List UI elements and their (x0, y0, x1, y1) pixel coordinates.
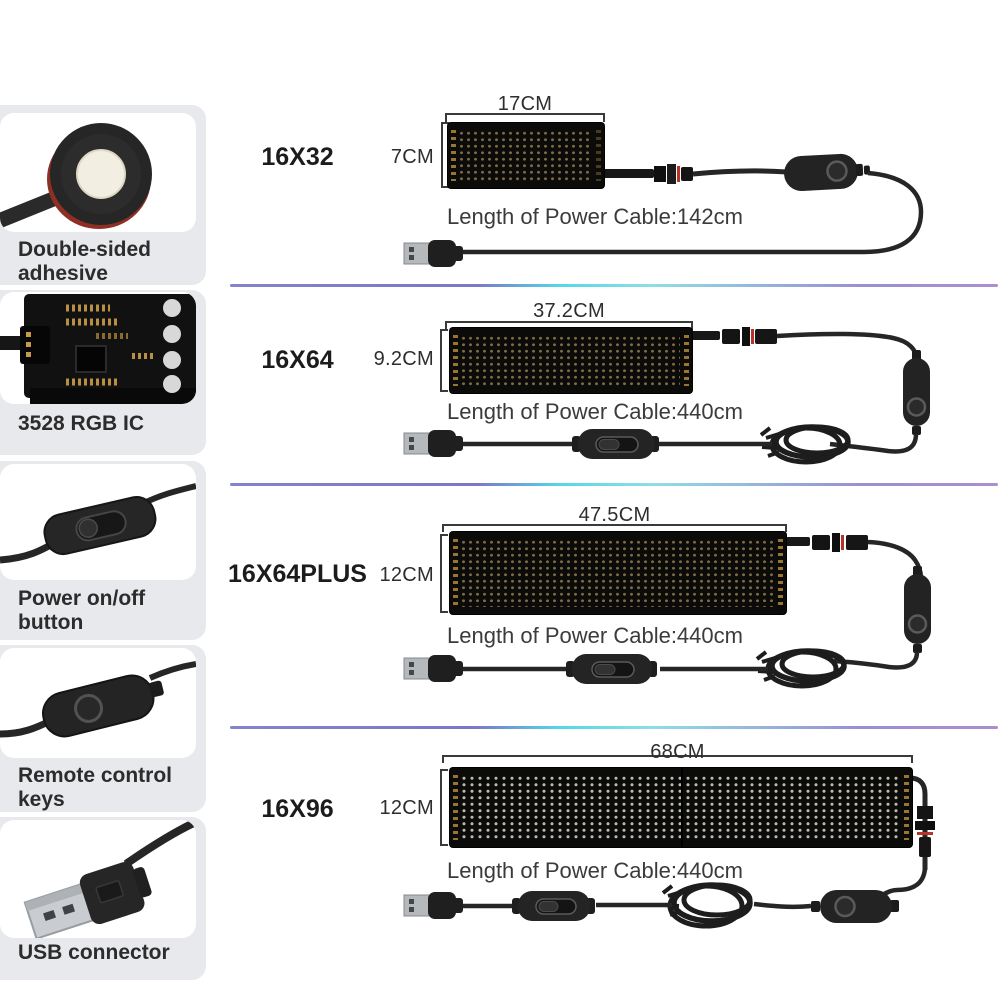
usb-plug (403, 240, 463, 267)
model-name: 16X64PLUS (228, 560, 367, 588)
width-bracket (442, 755, 913, 763)
led-matrix-panel-16x64plus (450, 532, 786, 614)
sidebar-block-remote: Remote control keys (0, 645, 206, 812)
cable-length-note: Length of Power Cable:440cm (447, 399, 743, 424)
sidebar-item-label: Double-sided adhesive (18, 238, 152, 286)
bluetooth-remote (784, 153, 871, 191)
panel-height-label: 12CM (379, 797, 434, 819)
sidebar-block-rgb-ic: 3528 RGB IC (0, 290, 206, 455)
power-cable (462, 170, 924, 255)
solder-pads (453, 539, 458, 607)
remote-dongle-photo (0, 648, 196, 758)
usb-plug (403, 892, 463, 919)
sidebar-item-label: USB connector (18, 941, 170, 964)
row-16x64plus-cable-diagram (403, 524, 931, 689)
ribbon-cable (602, 169, 654, 178)
bluetooth-remote (904, 566, 931, 653)
panel-connector (915, 806, 935, 857)
model-name: 16X32 (261, 143, 334, 171)
row-16x96-cable-diagram (403, 755, 935, 929)
cable-coil (759, 424, 851, 465)
remote-body (42, 674, 164, 738)
tape-roll-illustration (0, 123, 152, 232)
usb-illustration (23, 820, 196, 938)
gradient-divider (230, 284, 998, 287)
solder-pads (453, 335, 458, 386)
led-matrix-panel-16x32 (448, 123, 604, 188)
usb-plug (403, 655, 463, 682)
sidebar-item-label: 3528 RGB IC (18, 412, 145, 435)
ribbon-cable (690, 331, 720, 340)
height-bracket (441, 122, 449, 188)
gradient-divider (230, 483, 998, 486)
rgb-ic-pcb-photo (0, 292, 196, 404)
height-bracket (440, 329, 448, 392)
solder-pads (453, 775, 458, 840)
bluetooth-remote (903, 350, 930, 435)
sidebar-item-label: Remote control keys (18, 764, 173, 812)
pcb-illustration (0, 292, 196, 404)
inline-switch-photo (0, 464, 196, 580)
panel-exit-cable (909, 775, 928, 870)
panel-width-label: 47.5CM (578, 504, 651, 526)
led-dot-grid (460, 539, 774, 607)
led-matrix-panel-16x96 (450, 768, 912, 847)
cable-length-note: Length of Power Cable:142cm (447, 204, 743, 229)
sidebar-block-usb: USB connector (0, 817, 206, 980)
height-bracket (440, 769, 448, 846)
height-bracket (440, 534, 448, 613)
led-dot-grid (458, 130, 592, 181)
panel-height-label: 12CM (379, 564, 434, 586)
led-dot-grid (460, 335, 680, 386)
sidebar-item-label: Power on/off button (18, 587, 146, 635)
panel-height-label: 9.2CM (373, 348, 434, 370)
panel-connector (654, 164, 693, 184)
cable-coil (755, 648, 847, 689)
panel-connector (812, 533, 868, 552)
solder-pads (596, 130, 601, 181)
inline-switch (566, 654, 657, 684)
row-16x32-cable-diagram (403, 113, 924, 267)
usb-body (23, 861, 152, 938)
model-name: 16X96 (261, 795, 334, 823)
power-cable (882, 865, 928, 897)
gradient-divider (230, 726, 998, 729)
cable-length-note: Length of Power Cable:440cm (447, 623, 743, 648)
solder-pads (684, 335, 689, 386)
switch-illustration (0, 483, 196, 564)
remote-illustration (0, 661, 196, 738)
usb-plug (403, 430, 463, 457)
solder-pads (451, 130, 456, 181)
adhesive-tape-roll-photo (0, 113, 196, 232)
bluetooth-remote (811, 890, 899, 923)
panel-height-label: 7CM (390, 146, 434, 168)
row-16x64-cable-diagram (403, 321, 930, 465)
usb-plug-photo (0, 820, 196, 938)
width-bracket (445, 321, 693, 330)
width-bracket (442, 524, 787, 532)
sidebar-block-power-switch: Power on/off button (0, 461, 206, 640)
panel-width-label: 68CM (650, 741, 705, 763)
led-matrix-panel-16x64 (450, 328, 692, 393)
inline-switch (512, 891, 595, 921)
cable-coil (661, 882, 753, 929)
panel-width-label: 37.2CM (533, 300, 605, 322)
panel-connector (722, 327, 777, 346)
power-cable (833, 651, 920, 670)
switch-body (43, 496, 157, 556)
model-name: 16X64 (261, 346, 334, 374)
panel-seam (681, 768, 683, 847)
solder-pads (778, 539, 783, 607)
cable-length-note: Length of Power Cable:440cm (447, 858, 743, 883)
panel-width-label: 17CM (497, 93, 553, 115)
led-dot-grid (460, 775, 900, 840)
ribbon-cable (784, 537, 810, 546)
inline-switch (572, 429, 659, 459)
width-bracket (445, 113, 605, 122)
solder-pads (904, 775, 909, 840)
sidebar-block-adhesive: Double-sided adhesive (0, 105, 206, 285)
